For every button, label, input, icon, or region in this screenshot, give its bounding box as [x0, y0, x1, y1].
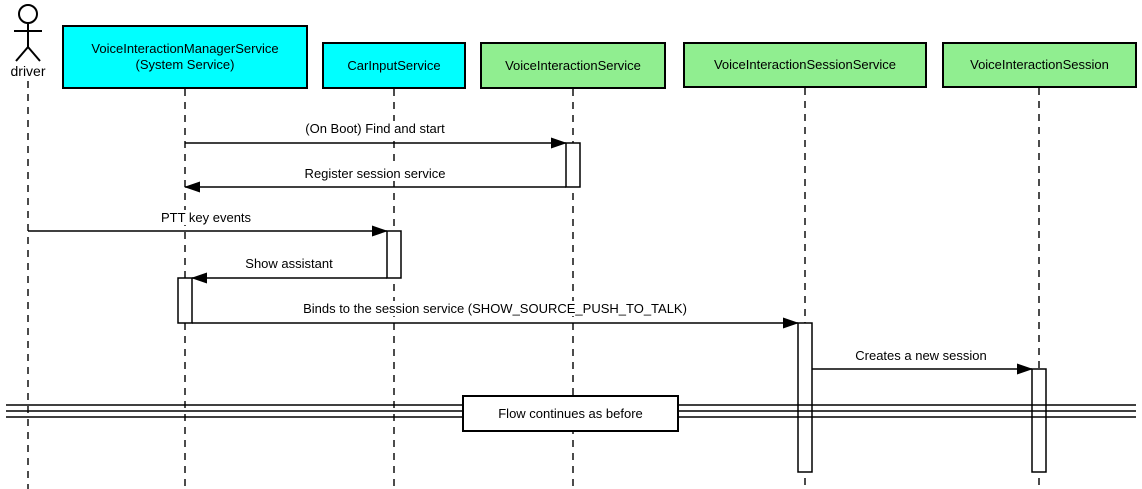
participant-label: VoiceInteractionService: [505, 57, 641, 73]
message-label-register-session-service: Register session service: [301, 166, 449, 181]
divider-note-label: Flow continues as before: [498, 406, 643, 421]
participant-voice-interaction-session-service: VoiceInteractionSessionService: [683, 42, 927, 88]
message-label-creates-a-new-session: Creates a new session: [852, 348, 990, 363]
message-label-ptt-key-events: PTT key events: [157, 210, 255, 225]
actor-driver-label: driver: [10, 63, 46, 79]
activation-voice-interaction-manager-service: [177, 277, 193, 324]
participant-label: VoiceInteractionSessionService: [713, 57, 897, 72]
participant-voice-interaction-manager-service: VoiceInteractionManagerService (System S…: [62, 25, 308, 89]
activation-voice-interaction-session: [1031, 368, 1047, 473]
participant-label: VoiceInteractionSession: [970, 57, 1109, 72]
activation-voice-interaction-session-service: [797, 322, 813, 473]
message-label-on-boot-find-and-start: (On Boot) Find and start: [302, 121, 448, 136]
activation-voice-interaction-service: [565, 142, 581, 188]
participant-label: VoiceInteractionManagerService: [91, 41, 279, 56]
activation-car-input-service: [386, 230, 402, 279]
activation-bars: [177, 142, 1047, 473]
message-label-show-assistant: Show assistant: [242, 256, 336, 271]
participant-voice-interaction-service: VoiceInteractionService: [480, 42, 666, 89]
actor-driver-icon: [14, 4, 42, 62]
participant-voice-interaction-session: VoiceInteractionSession: [942, 42, 1137, 88]
message-arrows: [28, 137, 1033, 375]
participant-car-input-service: CarInputService: [322, 42, 466, 89]
divider-note: Flow continues as before: [462, 395, 679, 432]
participant-label: CarInputService: [347, 57, 441, 73]
participant-sublabel: (System Service): [135, 57, 235, 72]
message-label-binds-to-session-service: Binds to the session service (SHOW_SOURC…: [300, 301, 690, 316]
